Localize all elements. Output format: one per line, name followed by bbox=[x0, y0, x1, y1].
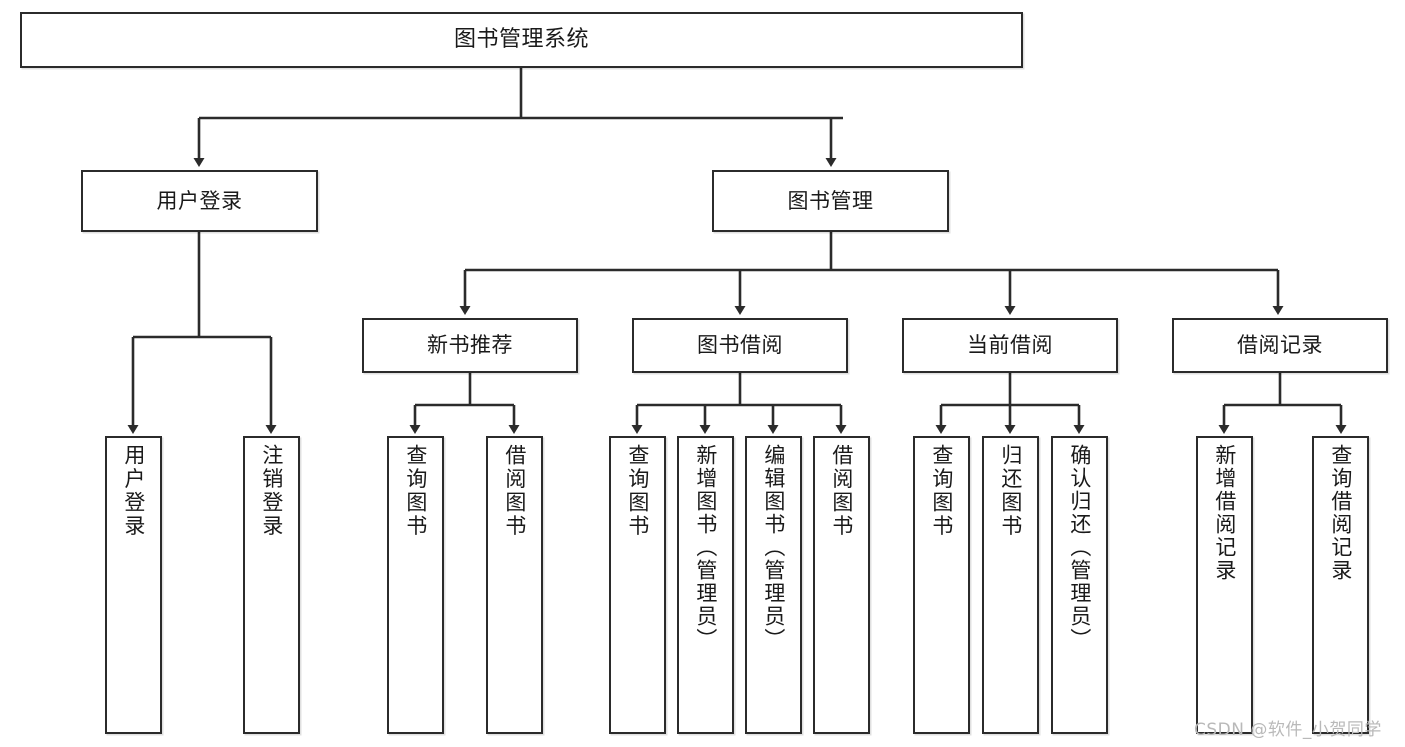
node-label: 编辑图书（管理员） bbox=[761, 444, 786, 651]
node-label: 查询借阅记录 bbox=[1328, 444, 1353, 582]
leaf-confirm-return-admin[interactable]: 确认归还（管理员） bbox=[1051, 436, 1108, 734]
node-label: 新书推荐 bbox=[427, 333, 513, 358]
leaf-query-book-recommend[interactable]: 查询图书 bbox=[387, 436, 444, 734]
node-label: 新增图书（管理员） bbox=[693, 444, 718, 651]
leaf-add-book-admin[interactable]: 新增图书（管理员） bbox=[677, 436, 734, 734]
leaf-borrow-book[interactable]: 借阅图书 bbox=[813, 436, 870, 734]
leaf-query-book-borrow[interactable]: 查询图书 bbox=[609, 436, 666, 734]
leaf-user-login[interactable]: 用户登录 bbox=[105, 436, 162, 734]
leaf-query-book-current[interactable]: 查询图书 bbox=[913, 436, 970, 734]
node-root-system[interactable]: 图书管理系统 bbox=[20, 12, 1023, 68]
node-label: 归还图书 bbox=[998, 444, 1023, 538]
leaf-return-book[interactable]: 归还图书 bbox=[982, 436, 1039, 734]
node-label: 借阅图书 bbox=[502, 444, 527, 538]
leaf-edit-book-admin[interactable]: 编辑图书（管理员） bbox=[745, 436, 802, 734]
node-label: 借阅记录 bbox=[1237, 333, 1323, 358]
node-label: 查询图书 bbox=[929, 444, 954, 538]
node-current-borrow[interactable]: 当前借阅 bbox=[902, 318, 1118, 373]
node-new-book-recommend[interactable]: 新书推荐 bbox=[362, 318, 578, 373]
node-label: 图书管理系统 bbox=[453, 27, 589, 53]
leaf-query-borrow-record[interactable]: 查询借阅记录 bbox=[1312, 436, 1369, 734]
node-label: 查询图书 bbox=[625, 444, 650, 538]
node-book-borrow[interactable]: 图书借阅 bbox=[632, 318, 848, 373]
watermark-text: CSDN @软件_小贺同学 bbox=[1194, 720, 1382, 740]
node-label: 图书借阅 bbox=[697, 333, 783, 358]
node-label: 查询图书 bbox=[403, 444, 428, 538]
node-label: 当前借阅 bbox=[967, 333, 1053, 358]
node-label: 用户登录 bbox=[156, 188, 243, 213]
node-borrow-record[interactable]: 借阅记录 bbox=[1172, 318, 1388, 373]
node-label: 图书管理 bbox=[787, 188, 874, 213]
node-label: 注销登录 bbox=[259, 444, 284, 538]
node-user-login[interactable]: 用户登录 bbox=[81, 170, 318, 232]
node-label: 借阅图书 bbox=[829, 444, 854, 538]
node-label: 用户登录 bbox=[121, 444, 146, 538]
node-book-management[interactable]: 图书管理 bbox=[712, 170, 949, 232]
leaf-borrow-book-recommend[interactable]: 借阅图书 bbox=[486, 436, 543, 734]
node-label: 确认归还（管理员） bbox=[1067, 444, 1092, 651]
leaf-add-borrow-record[interactable]: 新增借阅记录 bbox=[1196, 436, 1253, 734]
node-label: 新增借阅记录 bbox=[1212, 444, 1237, 582]
leaf-logout[interactable]: 注销登录 bbox=[243, 436, 300, 734]
